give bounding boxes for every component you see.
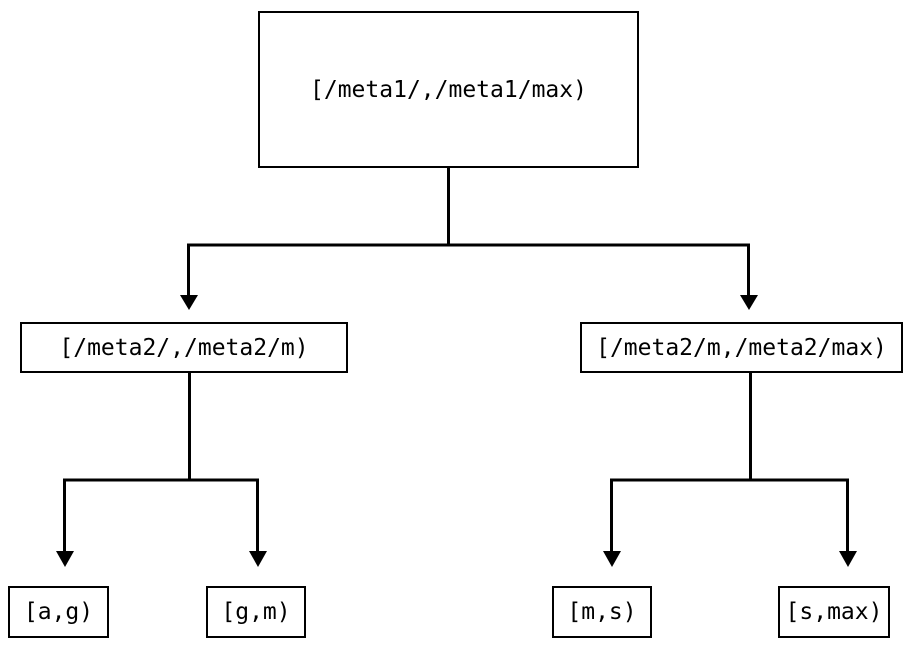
tree-node-leaf-gm: [g,m) [206,586,306,638]
arrowhead-leaf-ag [56,551,74,567]
tree-node-mid-left: [/meta2/,/meta2/m) [20,322,348,373]
arrowhead-leaf-smax [839,551,857,567]
arrowhead-leaf-gm [249,551,267,567]
node-label-leaf-gm: [g,m) [221,599,291,625]
tree-node-root: [/meta1/,/meta1/max) [258,11,639,168]
node-label-root: [/meta1/,/meta1/max) [310,76,587,103]
edge-root-to-mid-left [187,168,750,295]
arrowhead-mid-left [180,295,198,310]
arrowhead-leaf-ms [603,551,621,567]
node-label-mid-left: [/meta2/,/meta2/m) [59,334,309,361]
tree-node-leaf-ms: [m,s) [552,586,652,638]
tree-node-leaf-ag: [a,g) [8,586,109,638]
node-label-leaf-ms: [m,s) [567,599,637,625]
node-label-leaf-smax: [s,max) [785,599,883,625]
node-label-leaf-ag: [a,g) [23,599,94,625]
tree-node-leaf-smax: [s,max) [778,586,890,638]
edge-mid-left-to-leaf-ag [63,373,259,551]
node-label-mid-right: [/meta2/m,/meta2/max) [596,334,887,361]
arrowhead-mid-right [740,295,758,310]
tree-node-mid-right: [/meta2/m,/meta2/max) [580,322,903,373]
edge-mid-right-to-leaf-ms [610,373,849,551]
